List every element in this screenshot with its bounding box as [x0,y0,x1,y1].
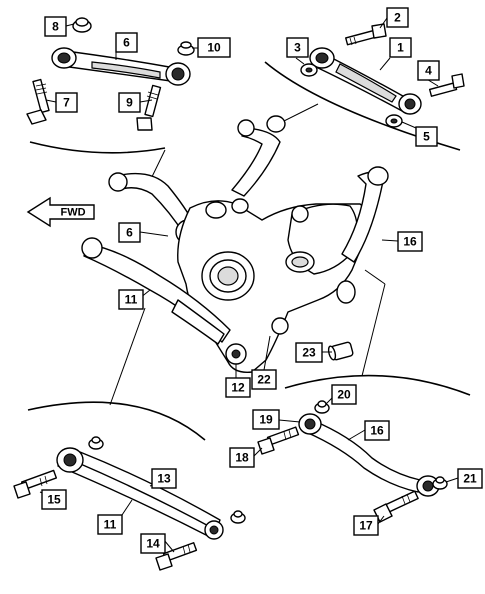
toe-link-16-detail [298,413,440,497]
callout-11-center: 11 [118,289,144,310]
callout-16-center: 16 [397,231,423,252]
svg-text:6: 6 [123,36,130,50]
callout-16-bottom: 16 [364,420,390,441]
callout-7: 7 [55,92,78,113]
callout-6-top: 6 [115,32,138,53]
callout-14: 14 [140,533,166,554]
callout-21: 21 [457,468,483,489]
knuckle-assembly-drawing [81,115,389,373]
bolt-9-drawing [136,84,162,131]
callout-13: 13 [151,468,177,489]
callout-15: 15 [41,489,67,510]
nut-3-drawing [300,63,318,77]
bolt-14-drawing [155,542,198,571]
svg-text:11: 11 [104,518,117,532]
separator-arc-bottom-left [27,401,206,441]
callout-9: 9 [118,92,141,113]
bolt-7-drawing [26,78,50,125]
bolt-15-drawing [13,469,58,499]
fwd-label: FWD [60,207,85,219]
svg-text:10: 10 [207,41,221,55]
svg-text:3: 3 [294,41,301,55]
svg-text:15: 15 [47,493,61,507]
bushing-23-drawing [327,341,354,361]
leader-arc-bottom-right [361,283,386,377]
callout-20: 20 [331,384,357,405]
svg-text:12: 12 [231,381,245,395]
callout-17: 17 [353,515,379,536]
callout-8: 8 [44,16,67,37]
nut-21-drawing [432,476,448,490]
upper-control-arm-6-detail [51,47,191,86]
callout-11-bottom: 11 [97,514,123,535]
svg-text:6: 6 [126,226,133,240]
callout-18: 18 [229,447,255,468]
upper-control-arm-1-detail [309,47,422,115]
svg-text:4: 4 [425,64,432,78]
nut-upper-bottom-left [88,436,104,450]
nut-20-drawing [314,400,330,414]
svg-text:20: 20 [337,388,351,402]
svg-text:23: 23 [302,346,316,360]
svg-text:18: 18 [235,451,249,465]
callout-12: 12 [225,377,251,398]
lower-link-11-detail [56,447,224,540]
svg-text:17: 17 [359,519,373,533]
svg-text:7: 7 [63,96,70,110]
svg-text:2: 2 [394,11,401,25]
svg-text:9: 9 [126,96,133,110]
leader-link-16 [364,269,386,285]
callout-5: 5 [415,126,438,147]
svg-text:11: 11 [125,293,138,307]
bolt-4-drawing [428,73,465,97]
svg-text:19: 19 [259,413,273,427]
svg-text:21: 21 [463,472,477,486]
callout-1: 1 [389,37,412,58]
svg-text:16: 16 [370,424,384,438]
separator-arc-top-left [29,141,166,154]
callout-3: 3 [286,37,309,58]
nut-10-drawing [177,41,195,56]
bolt-17-drawing [373,490,419,523]
callout-2: 2 [386,7,409,28]
leader-arc-bottom-left [109,307,146,406]
callout-6-center: 6 [118,222,141,243]
nut-5-drawing [385,114,403,128]
callout-4: 4 [417,60,440,81]
svg-text:8: 8 [52,20,59,34]
fwd-direction-arrow: FWD [26,196,95,228]
callout-10: 10 [197,37,231,58]
callout-19: 19 [252,409,280,430]
callout-22: 22 [251,369,277,390]
svg-text:5: 5 [423,130,430,144]
svg-text:16: 16 [403,235,417,249]
svg-text:13: 13 [157,472,171,486]
bolt-2-drawing [345,23,387,46]
separator-arc-bottom-right [284,374,471,396]
callout-23: 23 [295,342,323,363]
svg-text:22: 22 [257,373,271,387]
nut-right-bottom-left [230,510,246,524]
bolt-18-drawing [257,426,300,455]
nut-8-drawing [72,17,92,33]
svg-text:1: 1 [397,41,404,55]
svg-text:14: 14 [146,537,160,551]
